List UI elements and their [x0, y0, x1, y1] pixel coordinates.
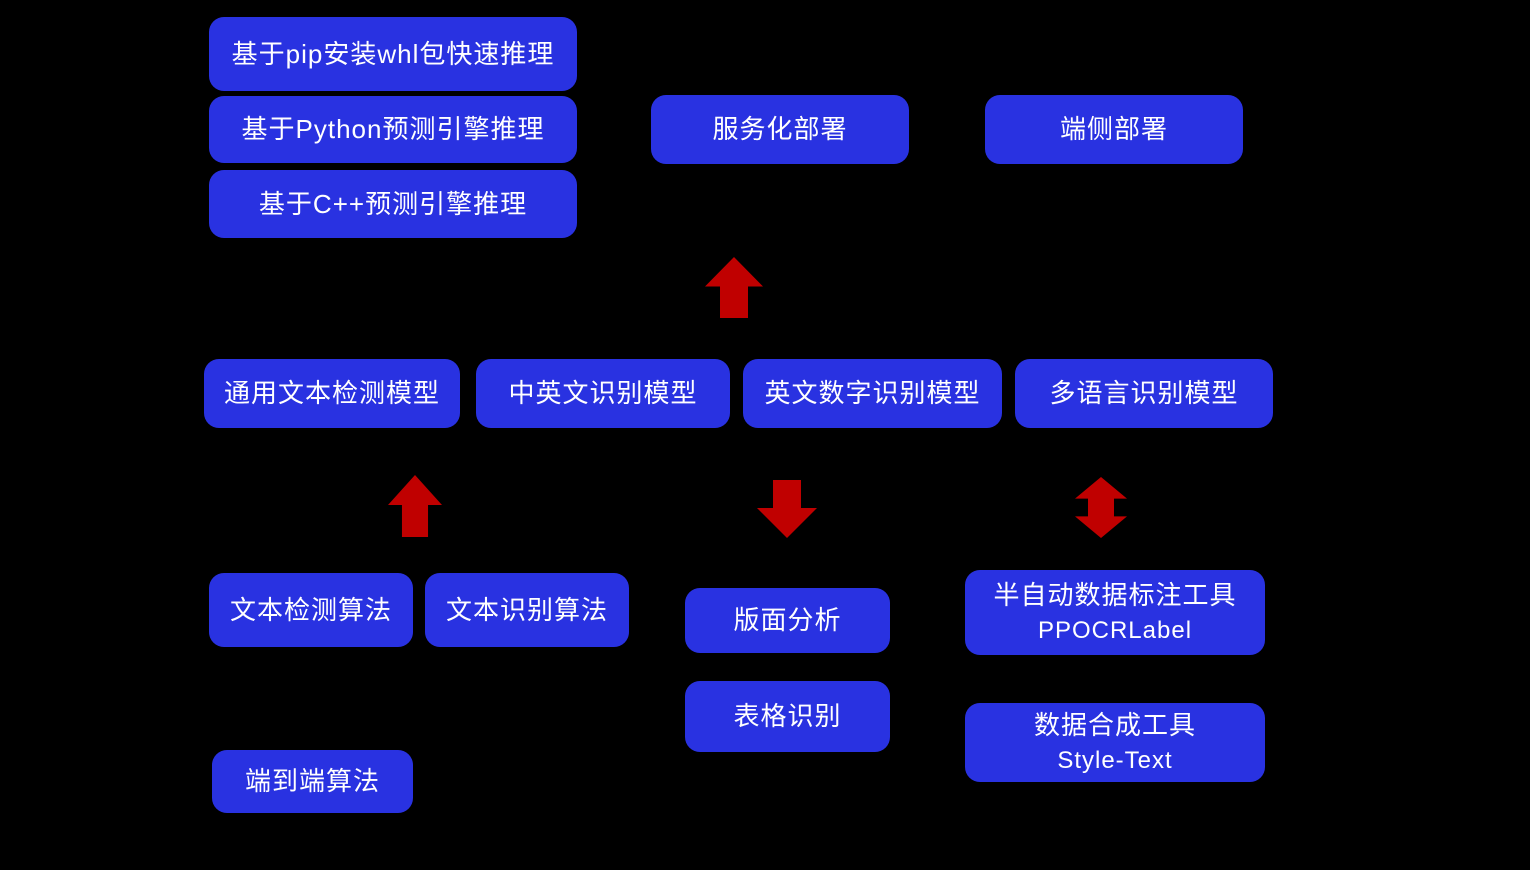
node-table-recognition: 表格识别 [685, 681, 890, 752]
node-serving-deployment: 服务化部署 [651, 95, 909, 164]
node-zh-en-recognition-model: 中英文识别模型 [476, 359, 730, 428]
node-label: 通用文本检测模型 [223, 378, 440, 409]
node-label: 端侧部署 [1059, 114, 1168, 145]
node-multilingual-recognition-model: 多语言识别模型 [1015, 359, 1273, 428]
up-arrow-icon [388, 475, 442, 537]
up-down-arrow-icon [1075, 477, 1127, 538]
node-label: 数据合成工具 [1033, 710, 1196, 741]
node-pip-whl-inference: 基于pip安装whl包快速推理 [209, 17, 577, 91]
node-end-to-end-algorithm: 端到端算法 [212, 750, 413, 813]
node-label: 文本检测算法 [229, 594, 392, 625]
node-text-detection-algorithm: 文本检测算法 [209, 573, 413, 647]
node-label: 文本识别算法 [445, 594, 608, 625]
node-sublabel: Style-Text [1057, 746, 1173, 774]
node-ppocrlabel-tool: 半自动数据标注工具 PPOCRLabel [965, 570, 1265, 655]
node-label: 端到端算法 [244, 766, 380, 797]
node-label: 表格识别 [733, 701, 842, 732]
node-text-recognition-algorithm: 文本识别算法 [425, 573, 629, 647]
node-label: 英文数字识别模型 [764, 378, 981, 409]
node-label: 基于C++预测引擎推理 [258, 188, 528, 219]
node-label: 基于Python预测引擎推理 [241, 114, 545, 145]
up-arrow-icon [705, 257, 763, 318]
node-general-text-detection-model: 通用文本检测模型 [204, 359, 460, 428]
node-layout-analysis: 版面分析 [685, 588, 890, 653]
node-en-digit-recognition-model: 英文数字识别模型 [743, 359, 1002, 428]
node-label: 半自动数据标注工具 [993, 580, 1237, 611]
down-arrow-icon [757, 480, 817, 538]
node-sublabel: PPOCRLabel [1037, 616, 1193, 644]
node-cpp-engine-inference: 基于C++预测引擎推理 [209, 170, 577, 238]
node-label: 中英文识别模型 [508, 378, 698, 409]
node-label: 多语言识别模型 [1049, 378, 1239, 409]
node-label: 服务化部署 [712, 114, 848, 145]
node-label: 版面分析 [733, 605, 842, 636]
node-style-text-tool: 数据合成工具 Style-Text [965, 703, 1265, 782]
node-label: 基于pip安装whl包快速推理 [231, 38, 555, 69]
node-python-engine-inference: 基于Python预测引擎推理 [209, 96, 577, 163]
node-edge-deployment: 端侧部署 [985, 95, 1243, 164]
